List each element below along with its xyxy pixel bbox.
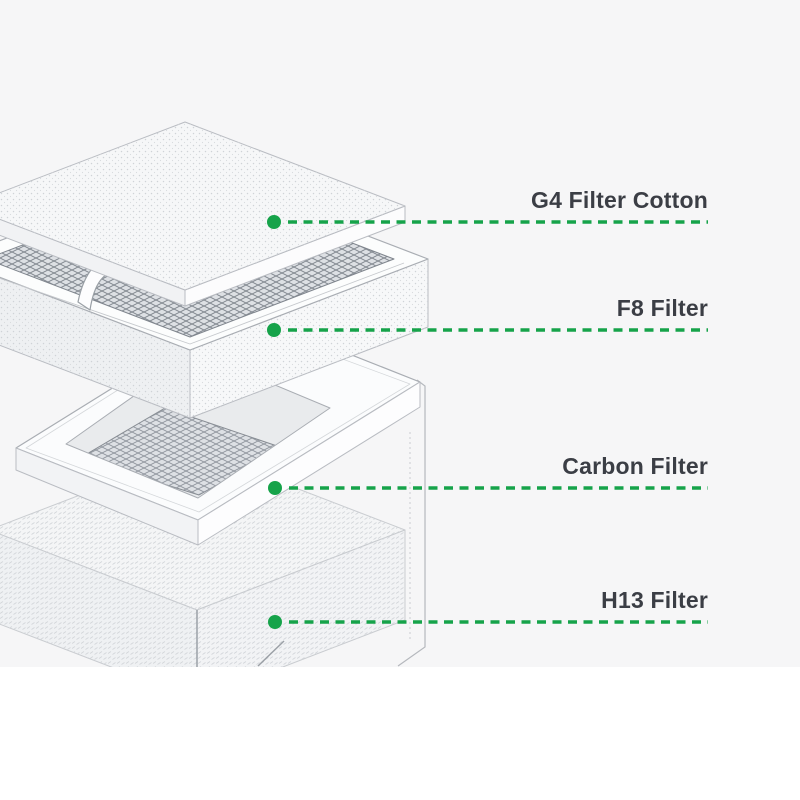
housing-outline: [257, 379, 426, 667]
callout-dot-g4: [267, 215, 281, 229]
callout-dot-h13: [268, 615, 282, 629]
bottom-white-band: [0, 667, 800, 800]
callout-dot-carbon: [268, 481, 282, 495]
g4-filter-cotton: [0, 121, 406, 307]
box-left-face: [15, 447, 199, 546]
label-f8-filter: F8 Filter: [616, 295, 708, 321]
main-box: [15, 309, 421, 546]
label-carbon-filter: Carbon Filter: [562, 453, 708, 479]
callout-dot-f8: [267, 323, 281, 337]
housing-chamfer-edge: [257, 640, 285, 667]
label-h13-filter: H13 Filter: [601, 587, 708, 613]
callout-leaders: [267, 215, 708, 629]
label-g4-filter-cotton: G4 Filter Cotton: [531, 187, 708, 213]
